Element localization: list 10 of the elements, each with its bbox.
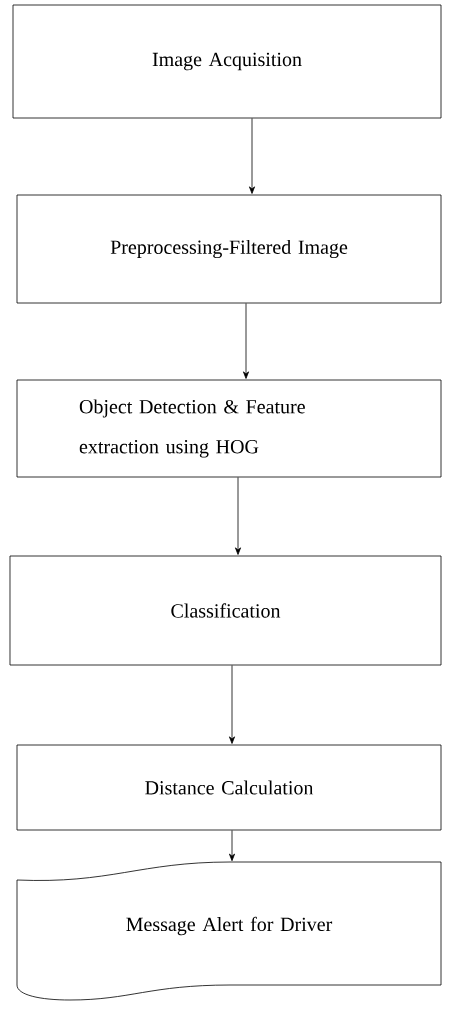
arrow — [243, 303, 249, 379]
arrow — [229, 665, 235, 744]
process-box: Distance Calculation — [16, 744, 442, 831]
process-box: Object Detection & Feature extraction using HOG — [16, 379, 442, 478]
process-box: Image Acquisition — [12, 4, 442, 119]
process-box: Classification — [9, 555, 442, 666]
process-box: Preprocessing-Filtered Image — [16, 194, 442, 304]
arrow — [229, 830, 235, 862]
arrow — [235, 477, 241, 555]
arrow — [249, 118, 255, 194]
